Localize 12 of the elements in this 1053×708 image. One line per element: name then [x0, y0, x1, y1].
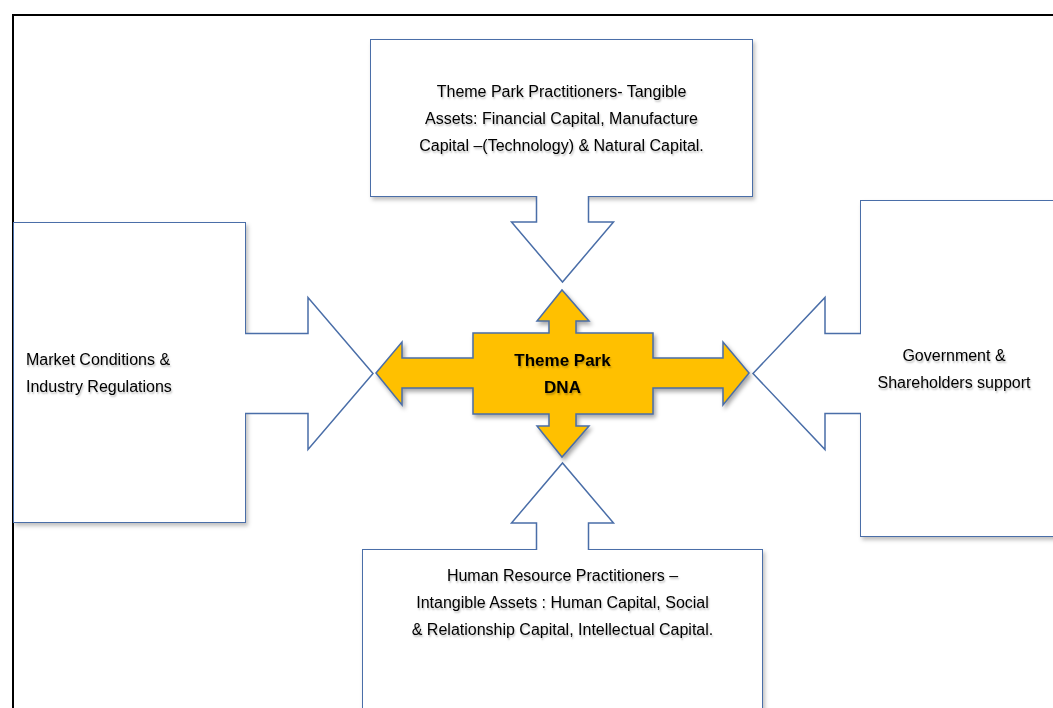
- callout-box: [362, 549, 763, 708]
- block-arrow: [509, 195, 616, 284]
- callout-text: Theme Park Practitioners- Tangible Assets: Financial Capital, Manufacture Capital –(Technology) & Natural Capital.: [419, 81, 704, 156]
- callout-box: [370, 39, 753, 197]
- callout-box: [860, 200, 1053, 537]
- callout-box: [13, 222, 246, 523]
- callout-text: Government & Shareholders support: [876, 345, 1032, 393]
- block-arrow: [509, 461, 616, 551]
- callout-text: Market Conditions & Industry Regulations: [26, 349, 173, 397]
- callout-text: Human Resource Practitioners – Intangible Assets : Human Capital, Social & Relationship Capital, Intellectual Capital.: [411, 566, 714, 640]
- block-arrow: [751, 295, 862, 452]
- block-arrow: [244, 295, 374, 452]
